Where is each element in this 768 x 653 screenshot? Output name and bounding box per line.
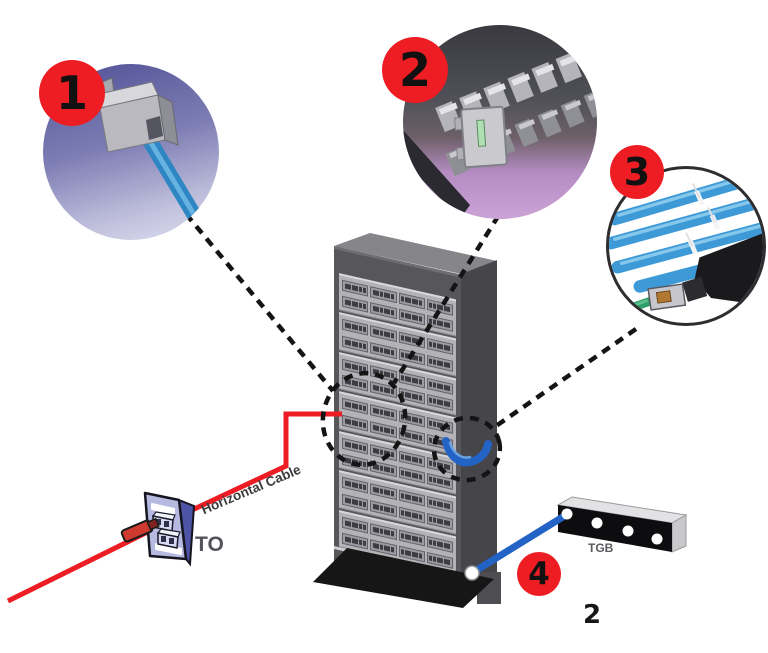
callout-badge-1: 1 — [39, 60, 105, 126]
jack-module — [454, 105, 508, 169]
shielded-connector — [647, 283, 687, 311]
telecom-outlet — [143, 491, 196, 567]
zoom-ellipse-left — [320, 370, 408, 468]
patch-panel-jacks-photo — [403, 42, 597, 219]
page-number: 2 — [582, 600, 602, 630]
busbar-hole — [651, 533, 663, 545]
busbar-hole — [591, 517, 603, 529]
telecom-outlet-label: TO — [195, 533, 224, 556]
callout-badge-4: 4 — [517, 552, 561, 596]
pointer-line-callout2 — [392, 200, 509, 385]
patch-loop-cable — [442, 437, 492, 467]
grounding-busbar-label: TGB — [588, 541, 614, 555]
bonding-cable-line — [468, 511, 570, 577]
outlet-lower-jack — [156, 528, 181, 549]
outlet-upper-jack — [151, 511, 176, 532]
green-cable — [610, 296, 656, 318]
zoom-ellipse-right — [431, 415, 503, 483]
busbar-hole — [622, 525, 634, 537]
cable-plug — [120, 517, 160, 543]
cable-bundle-photo — [609, 169, 763, 318]
patch-loop-highlight — [448, 441, 472, 459]
pointer-line-callout1 — [184, 212, 335, 393]
busbar-hole — [561, 508, 573, 520]
grounding-busbar — [464, 496, 688, 581]
callout-badge-3: 3 — [610, 145, 664, 199]
busbar-front-face — [558, 505, 672, 552]
zip-ties — [685, 183, 720, 255]
pointer-line-callout3 — [494, 327, 638, 428]
bonding-cable-rack-anchor — [464, 565, 480, 581]
callout-badge-2: 2 — [382, 37, 448, 103]
conduit-photo — [694, 233, 763, 306]
outlet-top-slot — [151, 503, 175, 515]
